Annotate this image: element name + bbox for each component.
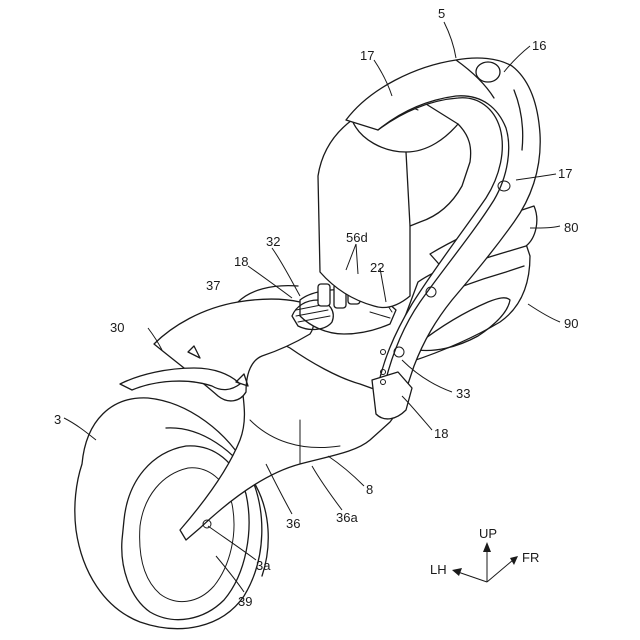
ref-3a: 3a [256, 558, 271, 573]
arrow-up-icon [483, 542, 491, 552]
direction-indicator: UP FR LH [430, 526, 539, 582]
ref-18-right: 18 [434, 426, 448, 441]
ref-36: 36 [286, 516, 300, 531]
ref-5: 5 [438, 6, 445, 21]
ref-39: 39 [238, 594, 252, 609]
arrow-left-icon [452, 568, 462, 576]
ref-16: 16 [532, 38, 546, 53]
ref-36a: 36a [336, 510, 358, 525]
ref-8: 8 [366, 482, 373, 497]
ref-18-left: 18 [234, 254, 248, 269]
ref-33: 33 [456, 386, 470, 401]
ref-17-top: 17 [360, 48, 374, 63]
ref-56d: 56d [346, 230, 368, 245]
direction-up-label: UP [479, 526, 497, 541]
ref-90: 90 [564, 316, 578, 331]
ref-30: 30 [110, 320, 124, 335]
direction-lh-label: LH [430, 562, 447, 577]
arrow-front-icon [510, 556, 518, 565]
ref-37: 37 [206, 278, 220, 293]
ref-32: 32 [266, 234, 280, 249]
direction-fr-label: FR [522, 550, 539, 565]
ref-3: 3 [54, 412, 61, 427]
ref-22: 22 [370, 260, 384, 275]
ref-80: 80 [564, 220, 578, 235]
ref-17-side: 17 [558, 166, 572, 181]
